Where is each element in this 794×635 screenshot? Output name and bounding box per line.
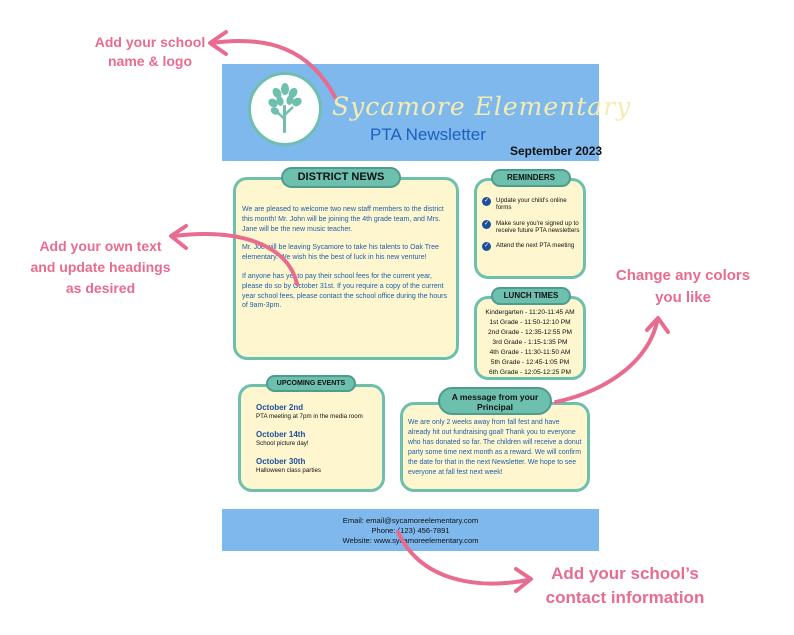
- annotation-line: name & logo: [107, 53, 192, 69]
- list-item: ✓ Make sure you're signed up to receive …: [482, 219, 582, 235]
- school-logo: [248, 72, 322, 146]
- list-item: ✓ Update your child's online forms: [482, 197, 582, 212]
- list-item: 4th Grade - 11:30-11:50 AM: [489, 349, 571, 356]
- event-date: October 14th: [256, 430, 306, 439]
- list-item: 1st Grade - 11:50-12:10 PM: [489, 319, 571, 326]
- lunch-times-list: Kindergarten - 11:20-11:45 AM 1st Grade …: [476, 308, 584, 378]
- news-paragraph: If anyone has yet to pay their school fe…: [242, 272, 447, 310]
- news-paragraph: We are pleased to welcome two new staff …: [242, 206, 444, 233]
- annotation-colors: Change any colors you like: [598, 265, 768, 309]
- list-item: October 14th School picture day!: [256, 430, 382, 448]
- annotation-line: Change any colors: [615, 267, 751, 284]
- annotation-line: Add your school: [94, 34, 206, 50]
- annotation-line: Add your school’s: [551, 564, 699, 583]
- reminder-text: Attend the next PTA meeting: [496, 242, 575, 250]
- reminders-heading: REMINDERS: [491, 169, 571, 187]
- annotation-line: contact information: [545, 588, 705, 607]
- principal-message-heading: A message from your Principal: [438, 387, 552, 415]
- list-item: 3rd Grade - 1:15-1:35 PM: [492, 339, 568, 346]
- annotation-line: you like: [655, 289, 711, 306]
- annotation-text: Add your own text and update headings as…: [18, 236, 183, 299]
- reminder-text: Make sure you're signed up to receive fu…: [496, 219, 580, 234]
- list-item: October 2nd PTA meeting at 7pm in the me…: [256, 403, 382, 421]
- principal-message-box: [400, 402, 590, 492]
- event-description: Halloween class parties: [256, 467, 321, 474]
- tree-icon: [268, 83, 302, 133]
- event-description: PTA meeting at 7pm in the media room: [256, 413, 363, 420]
- district-news-text: We are pleased to welcome two new staff …: [242, 205, 454, 320]
- arrowhead: [514, 567, 533, 593]
- news-paragraph: Mr. Joe will be leaving Sycamore to take…: [242, 244, 439, 262]
- check-icon: ✓: [482, 219, 491, 229]
- upcoming-events-heading: UPCOMING EVENTS: [266, 375, 356, 392]
- annotation-line: Add your own text: [39, 238, 162, 254]
- list-item: ✓ Attend the next PTA meeting: [482, 242, 582, 252]
- reminder-text: Update your child's online forms: [496, 197, 567, 212]
- event-description: School picture day!: [256, 440, 309, 447]
- list-item: 2nd Grade - 12:35-12:55 PM: [488, 329, 572, 336]
- lunch-times-heading: LUNCH TIMES: [491, 287, 571, 305]
- reminders-list: ✓ Update your child's online forms ✓ Mak…: [482, 197, 582, 259]
- contact-phone: Phone: (123) 456-7891: [371, 526, 450, 535]
- newsletter-title: PTA Newsletter: [370, 125, 486, 144]
- check-icon: ✓: [482, 242, 491, 252]
- arrowhead: [645, 316, 670, 334]
- upcoming-events-list: October 2nd PTA meeting at 7pm in the me…: [256, 403, 382, 484]
- event-date: October 30th: [256, 457, 306, 466]
- newsletter-date: September 2023: [510, 144, 603, 158]
- list-item: 6th Grade - 12:05-12:25 PM: [488, 369, 572, 376]
- annotation-line: as desired: [65, 280, 136, 296]
- check-icon: ✓: [482, 197, 491, 206]
- school-name: Sycamore Elementary: [332, 92, 632, 121]
- list-item: October 30th Halloween class parties: [256, 457, 382, 475]
- annotation-logo: Add your school name & logo: [80, 33, 220, 71]
- list-item: 5th Grade - 12:45-1:05 PM: [490, 359, 570, 366]
- annotation-contact: Add your school’s contact information: [530, 562, 720, 610]
- list-item: Kindergarten - 11:20-11:45 AM: [485, 309, 575, 316]
- contact-email: Email: email@sycamoreelementary.com: [342, 516, 479, 525]
- principal-message-text: We are only 2 weeks away from fall fest …: [408, 419, 582, 476]
- district-news-heading: DISTRICT NEWS: [281, 167, 401, 188]
- reminders-box: [474, 178, 586, 279]
- event-date: October 2nd: [256, 403, 304, 412]
- contact-website: Website: www.sycamoreelementary.com: [342, 536, 479, 545]
- annotation-line: and update headings: [30, 259, 171, 275]
- contact-info: Email: email@sycamoreelementary.com Phon…: [222, 516, 599, 546]
